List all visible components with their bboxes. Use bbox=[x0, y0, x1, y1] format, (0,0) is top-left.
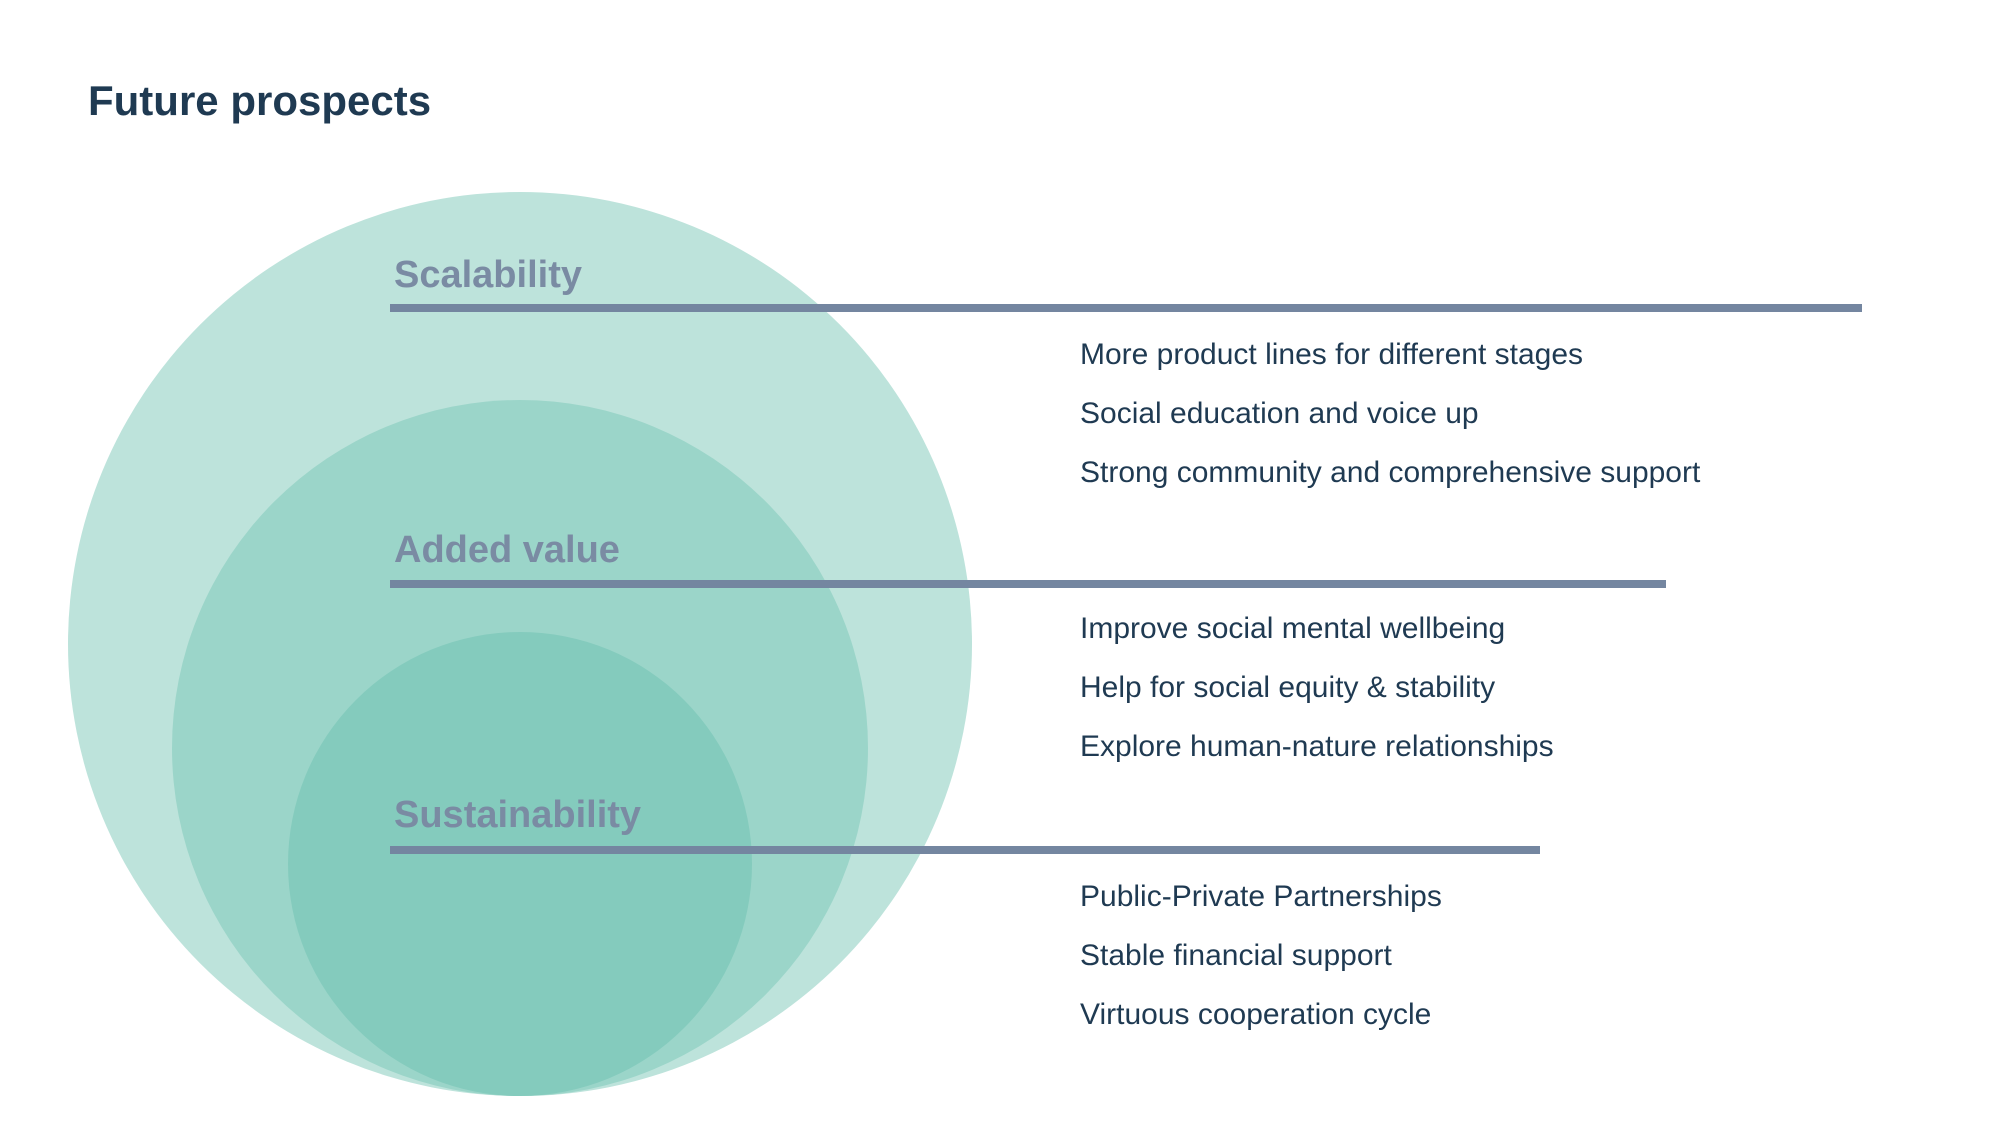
section-divider-sustainability bbox=[390, 846, 1540, 854]
added-value-list: Improve social mental wellbeing Help for… bbox=[1080, 614, 1554, 791]
sustainability-circle bbox=[288, 632, 752, 1096]
list-item: Stable financial support bbox=[1080, 939, 1392, 972]
list-item: Strong community and comprehensive suppo… bbox=[1080, 456, 1701, 489]
list-item: Virtuous cooperation cycle bbox=[1080, 998, 1432, 1031]
section-heading-sustainability: Sustainability bbox=[394, 794, 642, 836]
list-item: Public-Private Partnerships bbox=[1080, 880, 1442, 913]
list-item: Improve social mental wellbeing bbox=[1080, 612, 1506, 645]
section-divider-added-value bbox=[390, 580, 1666, 588]
list-item: More product lines for different stages bbox=[1080, 338, 1584, 371]
section-heading-added-value: Added value bbox=[394, 529, 620, 571]
section-divider-scalability bbox=[390, 304, 1862, 312]
list-item: Help for social equity & stability bbox=[1080, 671, 1496, 704]
scalability-list: More product lines for different stages … bbox=[1080, 340, 1700, 517]
sustainability-list: Public-Private Partnerships Stable finan… bbox=[1080, 882, 1442, 1059]
page-title: Future prospects bbox=[88, 77, 432, 124]
list-item: Social education and voice up bbox=[1080, 397, 1479, 430]
section-heading-scalability: Scalability bbox=[394, 254, 582, 296]
list-item: Explore human-nature relationships bbox=[1080, 730, 1554, 763]
